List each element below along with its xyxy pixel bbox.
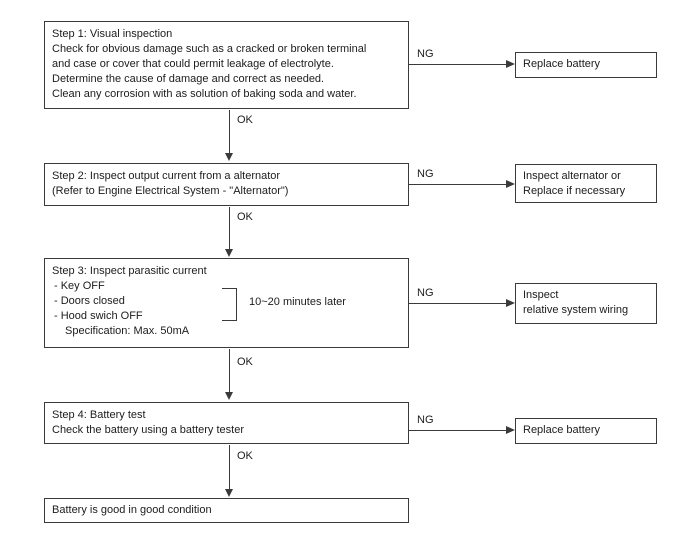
text-line: (Refer to Engine Electrical System - "Al… xyxy=(52,185,289,197)
text-line: Step 3: Inspect parasitic current xyxy=(52,265,207,277)
ng-connector-step1 xyxy=(409,64,506,65)
text-line: Step 1: Visual inspection xyxy=(52,28,173,40)
ok-label-step4: OK xyxy=(237,450,253,462)
text-line: Battery is good in good condition xyxy=(52,504,212,516)
final-result-box: Battery is good in good condition xyxy=(44,498,409,523)
ng-connector-step3 xyxy=(409,303,506,304)
text-line: Inspect alternator or xyxy=(523,170,621,182)
ok-label-step2: OK xyxy=(237,211,253,223)
text-line: - Hood swich OFF xyxy=(54,310,143,322)
ok-connector-step3 xyxy=(229,349,230,392)
text-line: - Key OFF xyxy=(54,280,105,292)
ng-label-step1: NG xyxy=(417,48,434,60)
text-line: Inspect xyxy=(523,289,559,301)
text-line: Clean any corrosion with as solution of … xyxy=(52,88,357,100)
step2-box: Step 2: Inspect output current from a al… xyxy=(44,163,409,206)
text-line: Check for obvious damage such as a crack… xyxy=(52,43,367,55)
ok-connector-step4 xyxy=(229,445,230,489)
ok-connector-step2 xyxy=(229,207,230,249)
step4-box: Step 4: Battery test Check the battery u… xyxy=(44,402,409,444)
text-line: - Doors closed xyxy=(54,295,125,307)
text-line: Determine the cause of damage and correc… xyxy=(52,73,325,85)
text-line: Step 2: Inspect output current from a al… xyxy=(52,170,281,182)
ng-label-step2: NG xyxy=(417,168,434,180)
ok-arrow-head-step3 xyxy=(225,392,233,400)
text-line: Check the battery using a battery tester xyxy=(52,424,244,436)
ng-connector-step4 xyxy=(409,430,506,431)
ng-arrow-head-step3 xyxy=(506,299,515,307)
text-line: and case or cover that could permit leak… xyxy=(52,58,334,70)
ok-connector-step1 xyxy=(229,110,230,153)
text-line: Replace battery xyxy=(523,424,601,436)
ok-arrow-head-step2 xyxy=(225,249,233,257)
ng-label-step3: NG xyxy=(417,287,434,299)
step3-box: Step 3: Inspect parasitic current - Key … xyxy=(44,258,409,348)
timing-bracket xyxy=(222,288,237,321)
ok-arrow-head-step1 xyxy=(225,153,233,161)
ok-label-step1: OK xyxy=(237,114,253,126)
text-line: Specification: Max. 50mA xyxy=(65,325,190,337)
ng-arrow-head-step4 xyxy=(506,426,515,434)
ok-label-step3: OK xyxy=(237,356,253,368)
text-line: Replace battery xyxy=(523,58,601,70)
ng-arrow-head-step2 xyxy=(506,180,515,188)
timing-note: 10~20 minutes later xyxy=(249,296,346,308)
text-line: Step 4: Battery test xyxy=(52,409,146,421)
step1-box: Step 1: Visual inspection Check for obvi… xyxy=(44,21,409,109)
text-line: Replace if necessary xyxy=(523,185,626,197)
text-line: relative system wiring xyxy=(523,304,629,316)
step3-ng-result-box: Inspect relative system wiring xyxy=(515,283,657,324)
step2-ng-result-box: Inspect alternator or Replace if necessa… xyxy=(515,164,657,203)
step1-ng-result-box: Replace battery xyxy=(515,52,657,78)
ok-arrow-head-step4 xyxy=(225,489,233,497)
ng-arrow-head-step1 xyxy=(506,60,515,68)
step4-ng-result-box: Replace battery xyxy=(515,418,657,444)
ng-connector-step2 xyxy=(409,184,506,185)
ng-label-step4: NG xyxy=(417,414,434,426)
